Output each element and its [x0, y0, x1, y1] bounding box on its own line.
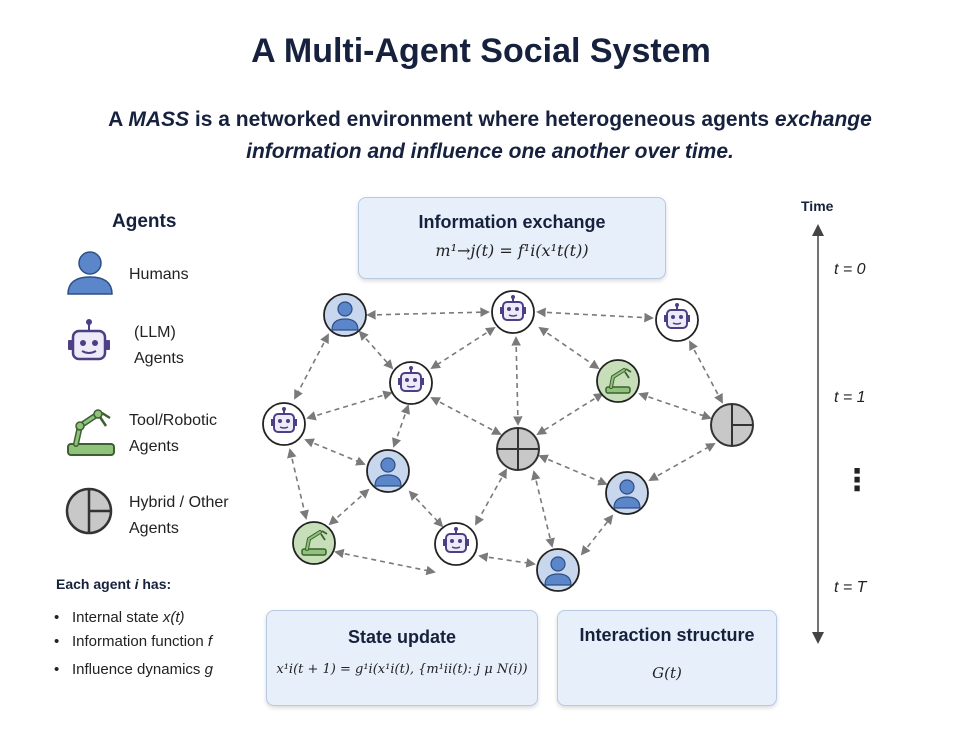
timeline-label-t1: t = 1: [834, 389, 866, 406]
subtitle-mass: MASS: [128, 108, 190, 131]
node-human-icon: [536, 548, 580, 592]
bullet-icon: •: [54, 633, 60, 650]
info-exchange-title: Information exchange: [418, 212, 606, 232]
legend-label-llm-2: Agents: [134, 350, 184, 367]
legend-title: Agents: [112, 211, 177, 232]
state-update-title: State update: [347, 627, 457, 647]
legend-robot-icon: [68, 319, 110, 361]
edge: [328, 488, 370, 526]
network-nodes: [262, 290, 754, 592]
agent-properties-title: Each agent i has:: [56, 576, 171, 592]
property-var: x(t): [162, 609, 185, 626]
node-robotic-arm-icon: [291, 520, 337, 566]
network-edges: [287, 307, 723, 576]
node-robot-icon: [655, 298, 699, 342]
node-human-icon: [366, 449, 410, 493]
edge: [358, 330, 394, 370]
edge: [475, 468, 507, 526]
edge: [287, 448, 309, 520]
property-var: g: [204, 661, 213, 678]
bullet-icon: •: [54, 609, 60, 626]
edge: [366, 307, 490, 320]
node-robot-icon: [434, 522, 478, 566]
legend-label-tool-1: Tool/Robotic: [129, 412, 218, 429]
interaction-structure-box: Interaction structure G(t): [557, 610, 777, 706]
page-title: A Multi-Agent Social System: [251, 32, 711, 70]
node-human-icon: [323, 293, 367, 337]
props-title-suffix: has:: [138, 576, 172, 592]
edge: [334, 548, 436, 576]
edge: [689, 340, 723, 404]
legend-label-humans: Humans: [129, 266, 189, 283]
timeline-axis: [812, 224, 824, 644]
edge: [408, 490, 444, 528]
subtitle-middle: is a networked environment where heterog…: [189, 108, 775, 131]
timeline-title: Time: [801, 198, 834, 214]
edge: [511, 336, 523, 426]
node-robot-icon: [262, 402, 306, 446]
node-hybrid-icon: [710, 403, 754, 447]
edge: [392, 404, 410, 448]
legend-human-icon: [67, 251, 113, 295]
node-robot-icon: [389, 361, 433, 405]
subtitle-prefix: A: [108, 108, 129, 131]
node-human-icon: [605, 471, 649, 515]
edge: [538, 454, 608, 486]
edge: [536, 307, 654, 323]
subtitle-italic-1: exchange: [774, 108, 872, 131]
node-robotic-arm-icon: [595, 358, 641, 404]
edge: [294, 333, 329, 400]
legend-label-llm-1: (LLM): [134, 324, 176, 341]
legend-label-hybrid-1: Hybrid / Other: [129, 494, 229, 511]
interaction-structure-formula: G(t): [652, 664, 682, 682]
property-text: Influence dynamics: [72, 661, 205, 678]
interaction-structure-title: Interaction structure: [579, 625, 755, 645]
timeline-label-t0: t = 0: [834, 261, 866, 278]
legend-robotic-arm-icon: [67, 409, 115, 456]
property-item: • Influence dynamics g: [54, 661, 213, 678]
node-robot-icon: [491, 290, 535, 334]
edge: [580, 514, 614, 556]
timeline-ellipsis: ⋮: [842, 464, 872, 497]
edge: [304, 438, 366, 466]
timeline-label-tT: t = T: [834, 579, 867, 596]
node-hybrid-icon: [496, 427, 540, 471]
edge: [638, 391, 712, 421]
edge: [430, 326, 496, 370]
props-title-var: i: [134, 576, 139, 592]
info-exchange-formula: m¹→j(t) = f¹i(x¹t(t)): [435, 241, 589, 260]
edge: [648, 443, 716, 481]
edge: [430, 397, 502, 435]
edge: [478, 552, 536, 568]
props-title-prefix: Each agent: [56, 576, 135, 592]
subtitle-italic-2: information and influence one another ov…: [246, 140, 734, 163]
edge: [538, 326, 600, 370]
legend-label-tool-2: Agents: [129, 438, 179, 455]
subtitle: A MASS is a networked environment where …: [40, 104, 940, 168]
property-text: Information function: [72, 633, 208, 650]
edge: [306, 390, 393, 421]
edge: [536, 392, 604, 436]
state-update-box: State update x¹i(t + 1) = g¹i(x¹i(t), {m…: [266, 610, 538, 706]
bullet-icon: •: [54, 661, 60, 678]
property-item: • Information function f: [54, 633, 213, 650]
property-item: • Internal state x(t): [54, 609, 185, 626]
legend-label-hybrid-2: Agents: [129, 520, 179, 537]
edge: [531, 470, 555, 548]
information-exchange-box: Information exchange m¹→j(t) = f¹i(x¹t(t…: [358, 197, 666, 279]
property-text: Internal state: [72, 609, 163, 626]
property-var: f: [207, 633, 213, 650]
legend-hybrid-icon: [65, 487, 113, 535]
state-update-formula: x¹i(t + 1) = g¹i(x¹i(t), {m¹ii(t): j μ N…: [276, 662, 528, 677]
